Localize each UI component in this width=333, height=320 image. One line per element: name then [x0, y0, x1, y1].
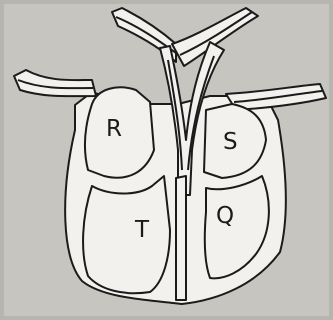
chamber-right-ventricle	[83, 176, 170, 293]
label-q: Q	[216, 205, 234, 228]
septum	[176, 176, 186, 300]
label-r: R	[106, 118, 122, 141]
label-s: S	[223, 131, 238, 154]
label-t: T	[135, 219, 149, 242]
